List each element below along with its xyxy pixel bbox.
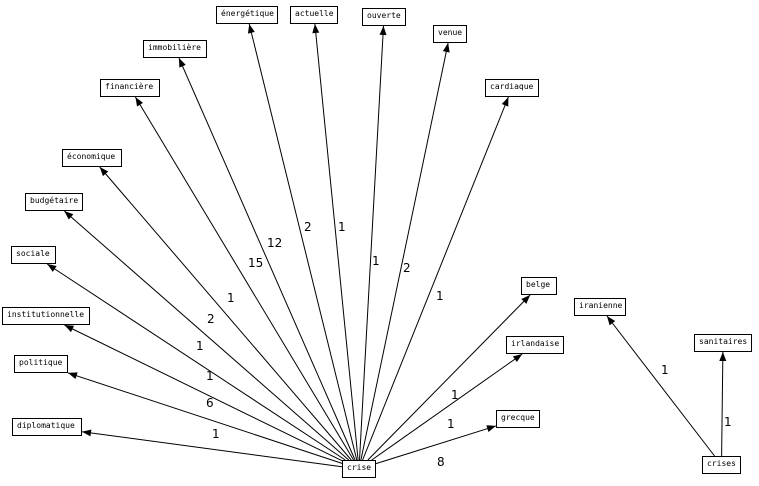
edge-line xyxy=(67,372,343,464)
edge-crise-financiere: 15 xyxy=(134,96,355,461)
edge-weight-label: 1 xyxy=(206,369,214,383)
edge-line xyxy=(362,96,509,461)
node-venue: venue xyxy=(433,25,467,43)
node-budgetaire: budgétaire xyxy=(25,193,83,211)
edge-line xyxy=(46,263,346,461)
edge-crise-institutionnelle: 6 xyxy=(64,324,343,462)
node-belge: belge xyxy=(521,277,557,295)
edge-line xyxy=(99,166,352,461)
arrowhead-icon xyxy=(247,24,255,34)
edge-weight-label: 1 xyxy=(196,339,204,353)
edge-line xyxy=(358,25,385,461)
edge-weight-label: 1 xyxy=(372,254,380,268)
node-crise: crise xyxy=(342,460,376,478)
edge-crises-sanitaires: 1 xyxy=(719,351,732,457)
arrowhead-icon xyxy=(512,354,523,363)
arrowhead-icon xyxy=(82,429,92,437)
edge-line xyxy=(248,23,358,461)
edge-weight-label: 15 xyxy=(248,256,263,270)
edge-crise-actuelle: 1 xyxy=(312,23,359,461)
node-financiere: financière xyxy=(100,79,160,97)
edge-weight-label: 1 xyxy=(436,289,444,303)
node-cardiaque: cardiaque xyxy=(485,79,539,97)
node-ouverte: ouverte xyxy=(362,8,406,26)
edge-crise-energetique: 2 xyxy=(247,23,358,461)
edge-line xyxy=(178,57,356,461)
node-institutionnelle: institutionnelle xyxy=(2,307,90,325)
arrowhead-icon xyxy=(178,58,186,68)
edge-weight-label: 1 xyxy=(447,417,455,431)
edge-weight-label: 1 xyxy=(661,363,669,377)
edge-crises-iranienne: 1 xyxy=(606,315,715,457)
node-iranienne: iranienne xyxy=(574,298,626,316)
edge-crise-irlandaise: 1 xyxy=(371,353,523,461)
edge-weight-label: 1 xyxy=(724,415,732,429)
edge-line xyxy=(134,96,355,461)
edge-crise-cardiaque: 1 xyxy=(362,96,509,461)
node-grecque: grecque xyxy=(496,410,540,428)
edge-line xyxy=(606,315,715,457)
arrowhead-icon xyxy=(521,295,531,304)
arrowhead-icon xyxy=(312,24,320,34)
node-diplomatique: diplomatique xyxy=(12,418,82,436)
arrowhead-icon xyxy=(442,43,450,53)
edge-crise-diplomatique: 1 xyxy=(81,427,343,468)
arrowhead-icon xyxy=(501,97,509,107)
node-crises: crises xyxy=(702,456,741,474)
edge-line xyxy=(367,294,531,461)
edge-weight-label: 1 xyxy=(451,388,459,402)
edge-crise-budgetaire: 2 xyxy=(63,210,350,461)
arrowhead-icon xyxy=(486,425,496,432)
edge-crise-venue: 2 xyxy=(360,42,450,461)
node-immobiliere: immobilière xyxy=(143,40,207,58)
node-sociale: sociale xyxy=(11,246,56,264)
edge-line xyxy=(81,431,343,468)
arrowhead-icon xyxy=(99,167,109,177)
edge-crise-grecque: 8 xyxy=(375,425,497,469)
arrowhead-icon xyxy=(135,97,144,107)
arrowhead-icon xyxy=(64,211,74,220)
edge-line xyxy=(375,425,497,465)
edge-weight-label: 1 xyxy=(338,220,346,234)
edge-line xyxy=(64,324,343,462)
edge-weight-label: 6 xyxy=(206,396,214,410)
arrowhead-icon xyxy=(606,316,616,326)
edge-weight-label: 12 xyxy=(267,236,282,250)
edge-line xyxy=(314,23,359,461)
edge-crise-politique: 1 xyxy=(67,369,343,464)
edge-line xyxy=(63,210,350,461)
arrowhead-icon xyxy=(719,352,727,362)
node-irlandaise: irlandaise xyxy=(506,336,564,354)
arrowhead-icon xyxy=(47,264,57,272)
edge-weight-label: 8 xyxy=(437,455,445,469)
edge-crise-ouverte: 1 xyxy=(358,25,387,461)
edge-weight-label: 2 xyxy=(304,220,312,234)
edge-weight-label: 2 xyxy=(207,312,215,326)
arrowhead-icon xyxy=(68,372,78,380)
arrowhead-icon xyxy=(379,26,387,36)
edge-weight-label: 1 xyxy=(227,291,235,305)
node-actuelle: actuelle xyxy=(290,6,338,24)
edge-crise-immobiliere: 12 xyxy=(178,57,356,461)
node-politique: politique xyxy=(14,355,68,373)
edge-weight-label: 1 xyxy=(212,427,220,441)
edge-line xyxy=(721,351,724,457)
edge-crise-sociale: 1 xyxy=(46,263,346,461)
edge-crise-economique: 1 xyxy=(99,166,352,461)
edge-weight-label: 2 xyxy=(403,261,411,275)
edge-line xyxy=(371,353,523,461)
node-sanitaires: sanitaires xyxy=(694,334,752,352)
node-economique: économique xyxy=(62,149,122,167)
node-energetique: énergétique xyxy=(216,6,278,24)
edge-crise-belge: 1 xyxy=(367,294,531,461)
arrowhead-icon xyxy=(64,325,75,333)
edge-line xyxy=(360,42,449,461)
